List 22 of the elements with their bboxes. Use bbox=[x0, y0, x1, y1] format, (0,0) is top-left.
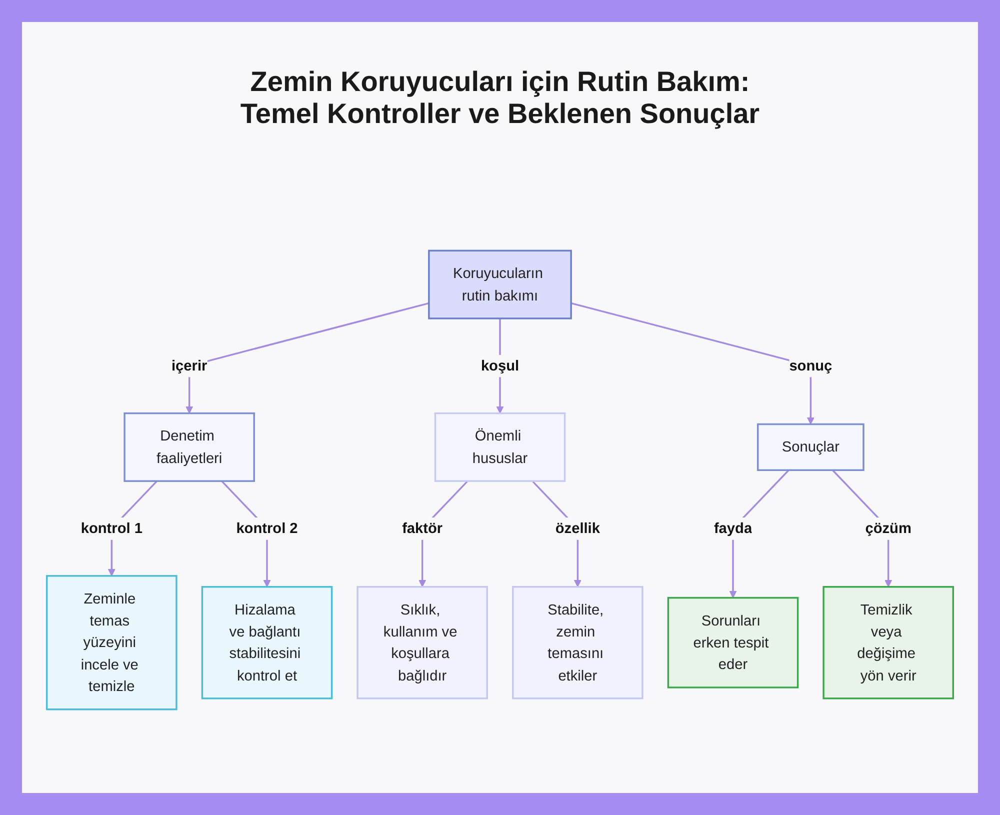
edge-label: kontrol 2 bbox=[236, 520, 298, 536]
node-box: Önemli hususlar bbox=[434, 412, 566, 482]
diagram-title: Zemin Koruyucuları için Rutin Bakım: Temel Kontroller ve Beklenen Sonuçlar bbox=[239, 66, 761, 130]
node-box: Denetim faaliyetleri bbox=[124, 412, 255, 482]
edge-label: içerir bbox=[171, 357, 208, 374]
edge-label: koşul bbox=[480, 357, 520, 374]
node-box: Stabilite, zemin temasını etkiler bbox=[512, 586, 644, 700]
arrow bbox=[186, 302, 430, 414]
edge-label: fayda bbox=[714, 520, 752, 536]
node-box: Hizalama ve bağlantı stabilitesini kontrol et bbox=[201, 586, 333, 700]
edge-label: kontrol 1 bbox=[80, 520, 142, 536]
node-box: Sorunları erken tespit eder bbox=[667, 596, 799, 688]
edge-label: sonuç bbox=[789, 357, 832, 374]
edge-label: faktör bbox=[402, 520, 443, 536]
edge-label: özellik bbox=[555, 520, 600, 536]
edge-label: çözüm bbox=[865, 520, 912, 536]
node-box: Sıklık, kullanım ve koşullara bağlıdır bbox=[356, 586, 488, 700]
node-box: Koruyucuların rutin bakımı bbox=[428, 250, 572, 320]
node-box: Temizlik veya değişime yön verir bbox=[822, 586, 954, 700]
node-box: Sonuçlar bbox=[756, 423, 864, 471]
node-box: Zeminle temas yüzeyini incele ve temizle bbox=[46, 575, 178, 710]
arrow bbox=[570, 302, 814, 425]
